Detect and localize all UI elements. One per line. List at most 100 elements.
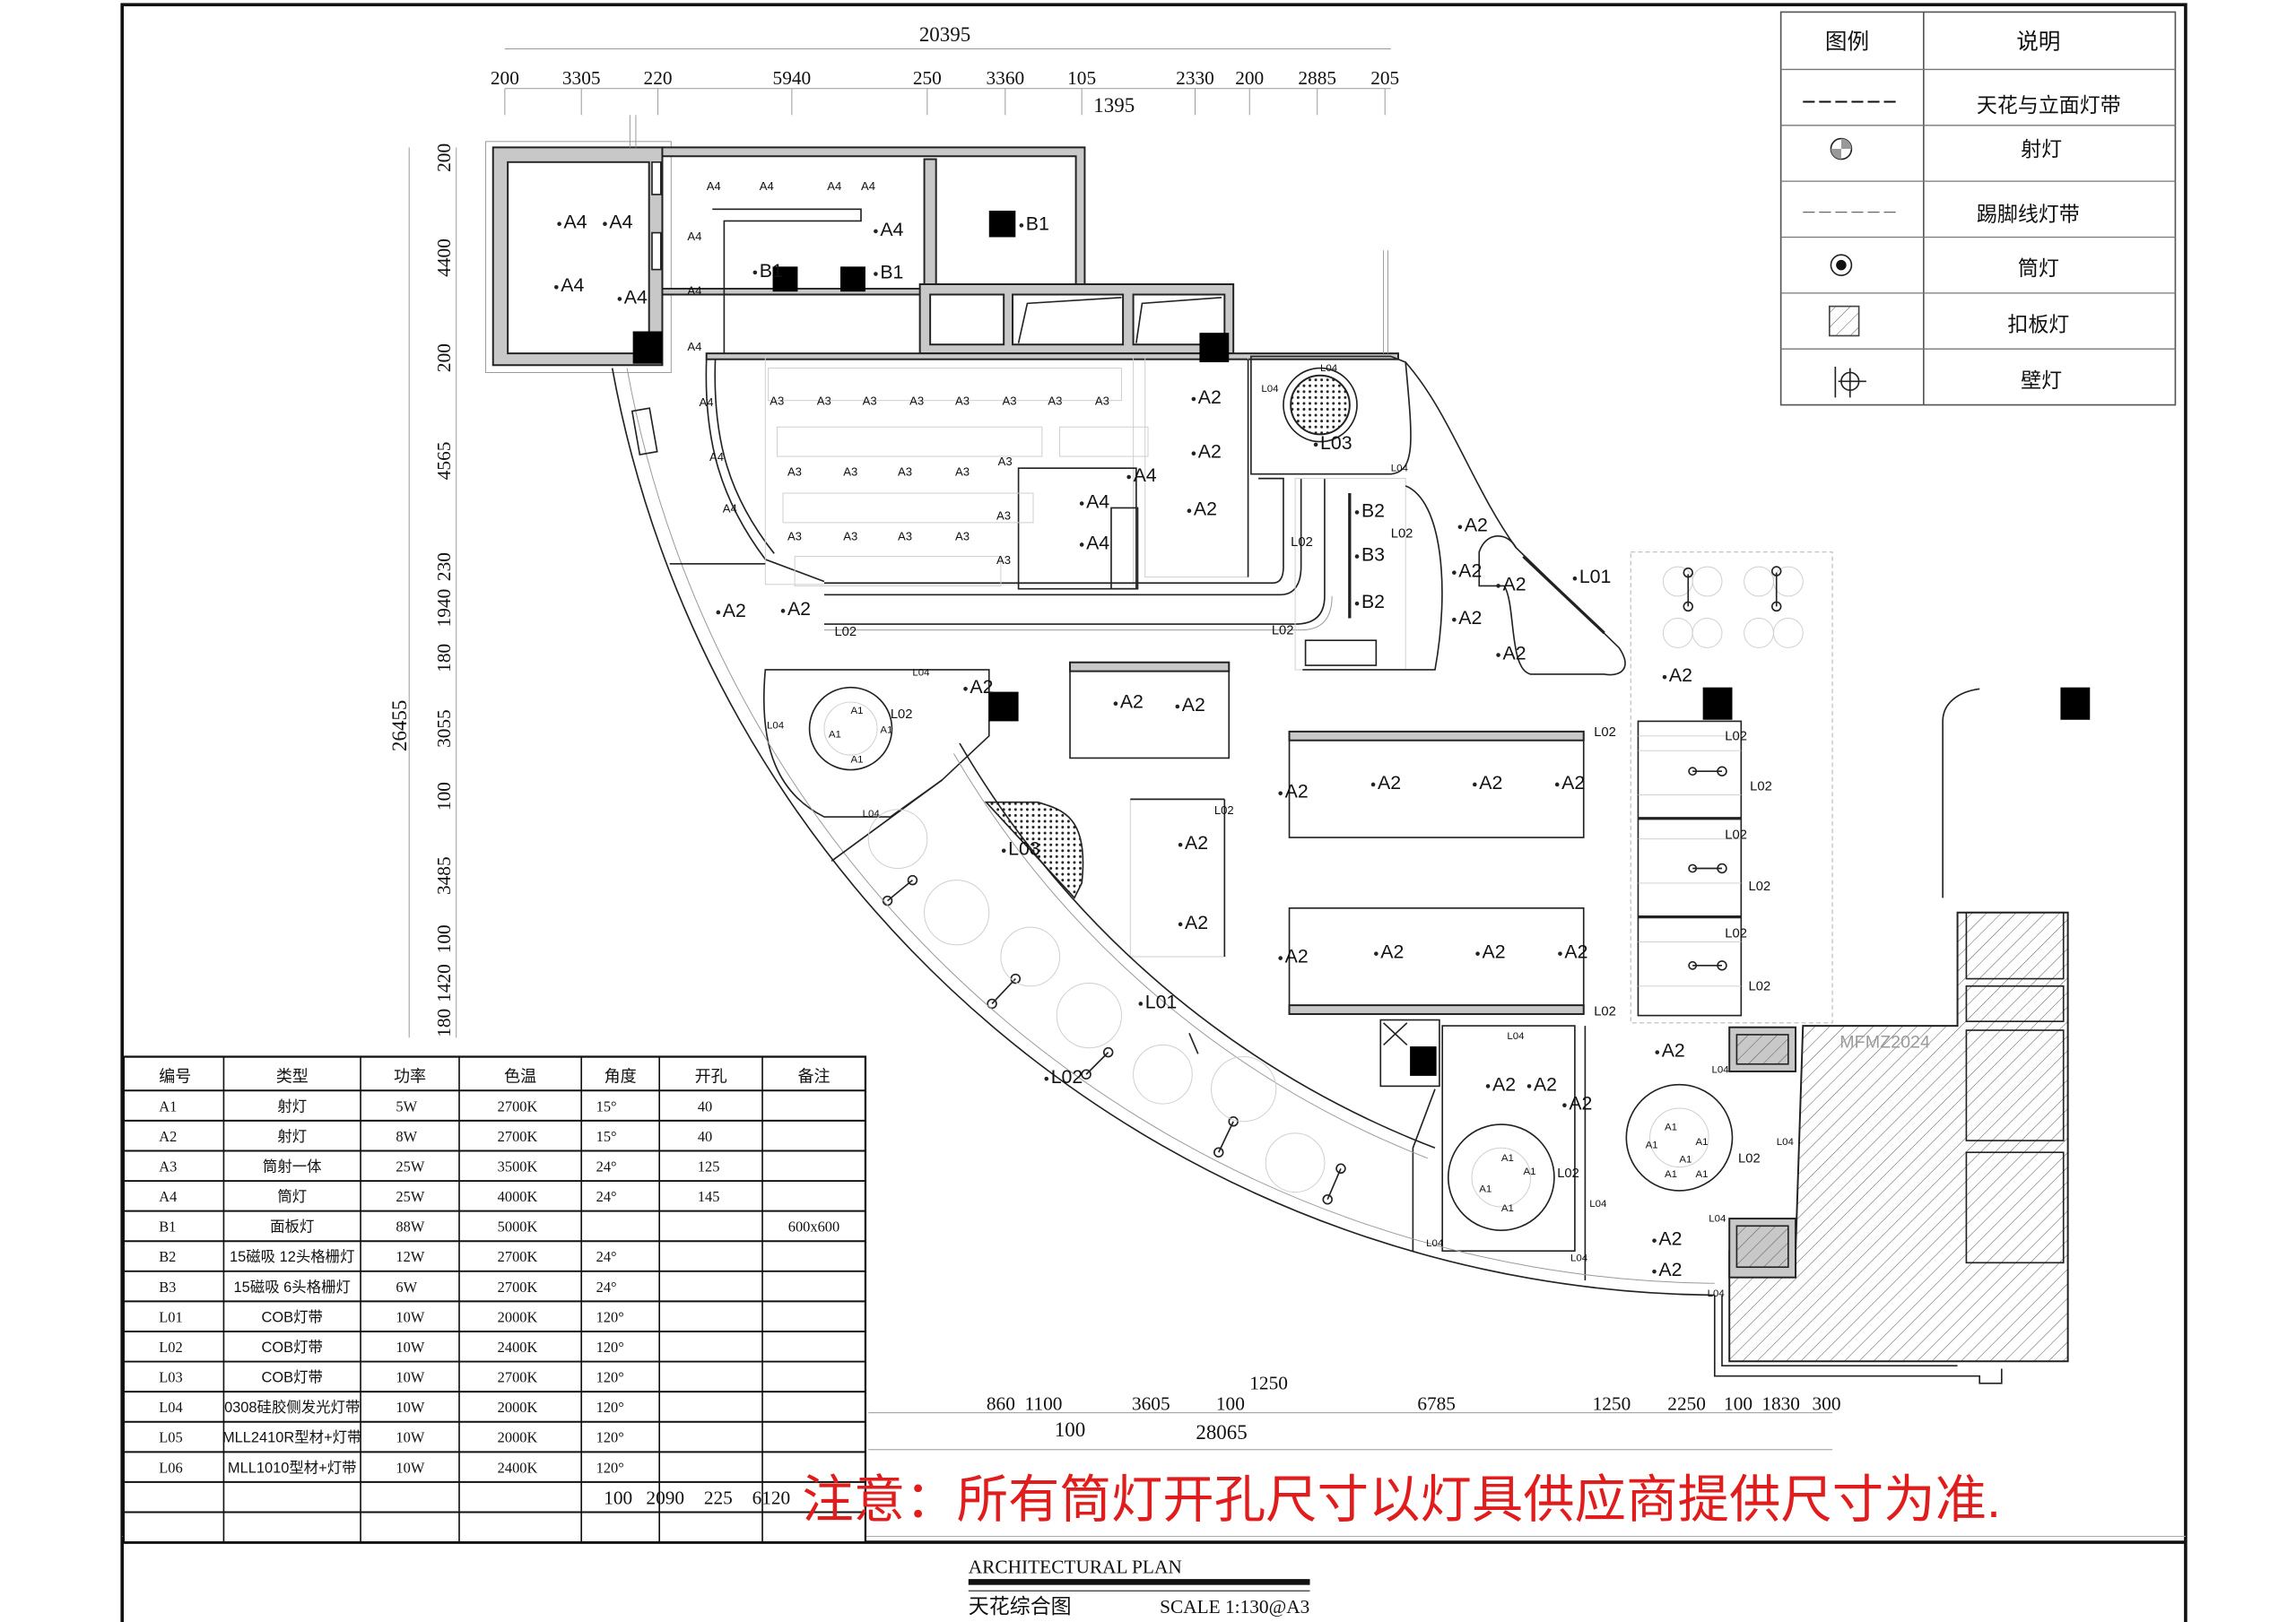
table-cell: 125 — [698, 1158, 720, 1175]
table-cell: 2000K — [498, 1399, 538, 1416]
fixture-label-a4: A4 — [609, 212, 632, 233]
fixture-label-a4: A4 — [707, 179, 721, 193]
fixture-label-l02: L02 — [1749, 980, 1771, 994]
table-cell: B3 — [159, 1279, 176, 1296]
table-cell: 88W — [396, 1219, 424, 1236]
fixture-point-icon — [1126, 474, 1131, 480]
panel-square-icon — [2060, 687, 2091, 720]
dim-left-segment: 3485 — [433, 856, 455, 895]
fixture-label-a3: A3 — [955, 464, 970, 478]
table-cell: 10W — [396, 1429, 424, 1446]
fixture-point-icon — [1178, 922, 1183, 927]
table-cell: 15磁吸 12头格栅灯 — [230, 1249, 355, 1265]
table-cell: 面板灯 — [270, 1219, 314, 1236]
table-cell: A2 — [159, 1128, 177, 1145]
legend-label: 射灯 — [2021, 137, 2062, 160]
fixture-label-a1: A1 — [1501, 1203, 1514, 1214]
dim-bottom-segment: 6785 — [1417, 1392, 1456, 1414]
fixture-point-icon — [1655, 1050, 1660, 1054]
dim-left-segment: 1940 — [433, 589, 455, 628]
fixture-label-a2: A2 — [1285, 781, 1309, 802]
fixture-label-a4: A4 — [827, 179, 841, 193]
table-cell: 10W — [396, 1399, 424, 1416]
fixture-label-a3: A3 — [998, 455, 1013, 468]
dim-bottom-segment: 300 — [1813, 1392, 1841, 1414]
fixture-point-icon — [1175, 704, 1180, 709]
fixture-label-b1: B1 — [1026, 213, 1049, 234]
table-header-cell: 开孔 — [695, 1067, 727, 1085]
dim-left-segment: 4565 — [433, 442, 455, 481]
fixture-point-icon — [1278, 791, 1283, 796]
dim-bottom-segment: 225 — [704, 1487, 733, 1508]
table-cell: A1 — [159, 1097, 177, 1115]
round-table-southeast-1 — [1447, 1123, 1555, 1232]
fixture-label-a1: A1 — [1665, 1169, 1677, 1180]
fixture-point-icon — [1496, 584, 1500, 588]
table-cell: 5000K — [498, 1219, 538, 1236]
table-cell: L01 — [159, 1308, 182, 1325]
fixture-label-a2: A2 — [1185, 912, 1208, 933]
table-cell: 2700K — [498, 1279, 538, 1296]
fixture-label-l02: L02 — [1214, 803, 1234, 817]
table-cell: 10W — [396, 1369, 424, 1386]
fixture-label-a2: A2 — [1534, 1073, 1557, 1095]
fixture-label-a4: A4 — [687, 340, 701, 353]
fixture-point-icon — [1079, 501, 1084, 506]
fixture-label-l04: L04 — [1507, 1031, 1525, 1042]
fixture-point-icon — [1374, 951, 1378, 956]
fixture-label-a3: A3 — [955, 530, 970, 543]
table-cell: 24° — [596, 1188, 617, 1205]
fixture-label-a2: A2 — [1561, 772, 1585, 794]
panel-light-icon — [1828, 305, 1860, 337]
drawing-title-cn: 天花综合图 — [969, 1594, 1072, 1618]
fixture-label-a3: A3 — [955, 395, 970, 408]
long-table-lower — [1288, 906, 1585, 1015]
fixture-label-a2: A2 — [1458, 560, 1482, 582]
fixture-label-a3: A3 — [996, 553, 1011, 567]
dim-top-segment: 200 — [1235, 67, 1264, 89]
fixture-label-l04: L04 — [1712, 1065, 1730, 1076]
fixture-point-icon — [963, 686, 968, 691]
fixture-label-a3: A3 — [1003, 395, 1017, 408]
fixture-label-l02: L02 — [1051, 1066, 1083, 1088]
fixture-label-a4: A4 — [564, 212, 587, 233]
fixture-label-a3: A3 — [898, 464, 912, 478]
fixture-point-icon — [1354, 554, 1360, 559]
table-cell: 2400K — [498, 1339, 538, 1356]
fixture-label-l02: L02 — [1594, 1005, 1616, 1019]
dim-left-segment: 200 — [433, 343, 455, 372]
dim-top-segment: 250 — [913, 67, 942, 89]
fixture-label-a2: A2 — [1194, 499, 1217, 520]
fixture-point-icon — [1354, 510, 1360, 515]
fixture-label-l01: L01 — [1579, 566, 1612, 587]
table-cell: 6W — [396, 1279, 417, 1296]
fixture-label-l03: L03 — [1008, 838, 1040, 860]
table-cell: 8W — [396, 1128, 417, 1145]
fixture-point-icon — [1079, 542, 1084, 547]
table-cell: MLL1010型材+灯带 — [228, 1460, 357, 1476]
table-cell: 12W — [396, 1248, 424, 1265]
table-cell: B1 — [159, 1219, 176, 1236]
dim-left-segment: 100 — [433, 782, 455, 811]
fixture-label-a3: A3 — [1048, 395, 1062, 408]
lounge-seating — [1662, 566, 1804, 648]
curved-corridor-inner — [959, 742, 1436, 1149]
table-cell: 40 — [698, 1097, 712, 1115]
dim-bottom-segment: 1250 — [1593, 1392, 1631, 1414]
dim-top-segment: 105 — [1067, 67, 1096, 89]
fixture-label-a1: A1 — [851, 754, 864, 765]
dim-top-segment: 3305 — [562, 67, 601, 89]
table-cell: 120° — [596, 1308, 624, 1325]
curved-facade-outer — [611, 368, 1715, 1297]
fixture-label-l04: L04 — [1261, 384, 1279, 395]
table-cell: 15° — [596, 1097, 617, 1115]
panel-square-icon — [1702, 687, 1733, 720]
table-cell: 5W — [396, 1097, 417, 1115]
dim-top-segment: 205 — [1370, 67, 1399, 89]
legend: 图例 说明 天花与立面灯带 射灯 踢脚线灯带 筒灯 扣板灯 壁灯 — [1779, 11, 2177, 406]
table-cell: 120° — [596, 1369, 624, 1386]
fixture-label-l02: L02 — [1749, 880, 1771, 894]
legend-label: 天花与立面灯带 — [1977, 93, 2121, 117]
table-cell: 4000K — [498, 1188, 538, 1205]
dim-top-segment: 2330 — [1176, 67, 1214, 89]
